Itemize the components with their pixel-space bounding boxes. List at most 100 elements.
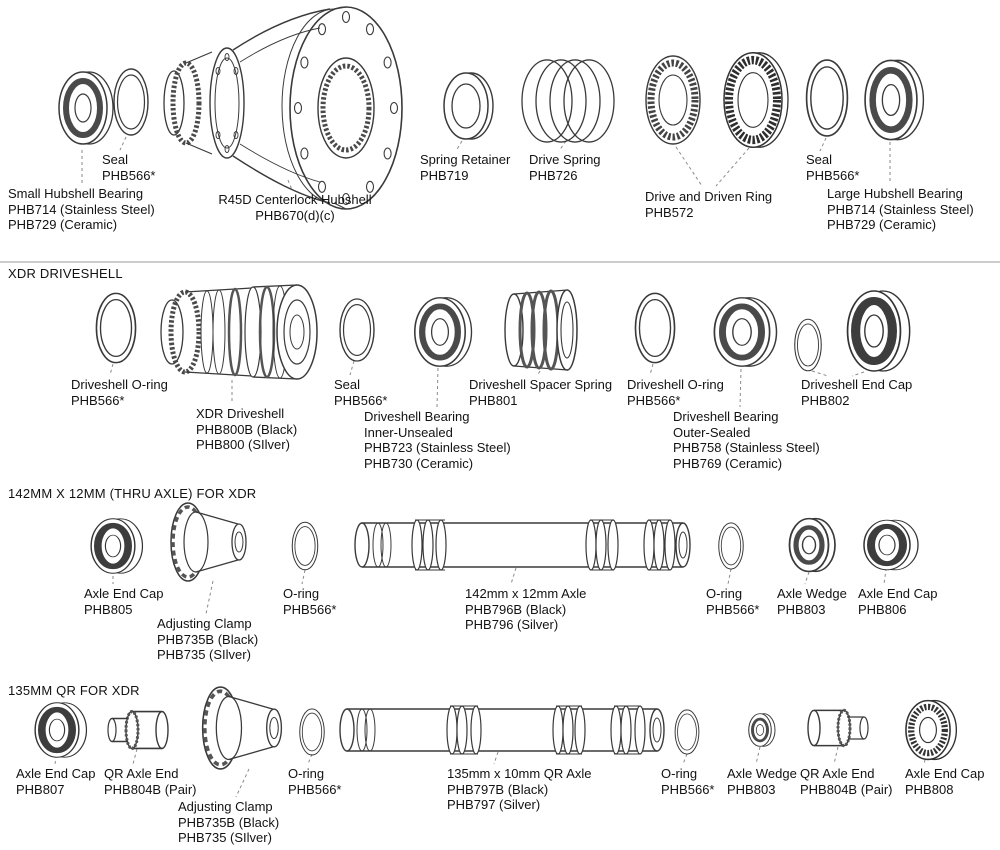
label-line: PHB735B (Black) <box>157 631 259 647</box>
label-line: PHB797B (Black) <box>447 781 549 797</box>
label-axle-end-cap-806: Axle End Cap PHB806 <box>858 586 938 617</box>
label-line: PHB566* <box>71 392 125 408</box>
driven-ring-drawing <box>724 53 788 148</box>
label-axle-wedge-thru: Axle Wedge PHB803 <box>777 586 847 617</box>
label-seal-driveshell: Seal PHB566* <box>334 377 387 408</box>
label-line: PHB796B (Black) <box>465 601 567 617</box>
label-line: O-ring <box>706 586 743 601</box>
axle-135-drawing <box>339 705 665 755</box>
axle-end-cap-805-drawing <box>91 519 142 573</box>
label-line: R45D Centerlock Hubshell <box>218 192 372 207</box>
label-line: Large Hubshell Bearing <box>827 186 963 201</box>
label-line: O-ring <box>283 586 320 601</box>
label-drive-spring: Drive Spring PHB726 <box>529 152 601 183</box>
label-line: 135mm x 10mm QR Axle <box>447 766 592 781</box>
label-line: PHB566* <box>283 601 337 617</box>
driveshell-oring-right-drawing <box>634 292 676 364</box>
label-line: Seal <box>806 152 833 167</box>
driveshell-bearing-inner-drawing <box>415 298 472 366</box>
qr-oring-left-drawing <box>299 708 325 756</box>
label-driveshell-oring-right: Driveshell O-ring PHB566* <box>627 377 724 408</box>
label-line: PHB735 (SIlver) <box>157 647 251 662</box>
end-cap-oring-drawing <box>794 318 822 372</box>
label-line: Driveshell Bearing <box>673 409 779 424</box>
label-line: PHB566* <box>334 392 388 408</box>
hubshell-drawing <box>163 6 403 210</box>
label-line: Axle End Cap <box>84 586 164 601</box>
seal-right-drawing <box>805 59 849 137</box>
label-line: 142mm x 12mm Axle <box>465 586 587 601</box>
label-axle-142: 142mm x 12mm Axle PHB796B (Black) PHB796… <box>465 586 586 633</box>
label-small-hubshell-bearing: Small Hubshell Bearing PHB714 (Stainless… <box>8 186 155 233</box>
label-qr-axle-end-left: QR Axle End PHB804B (Pair) <box>104 766 196 797</box>
label-line: Drive and Driven Ring <box>645 189 773 204</box>
label-seal-left: Seal PHB566* <box>102 152 155 183</box>
axle-wedge-qr-drawing <box>747 712 777 748</box>
label-axle-wedge-qr: Axle Wedge PHB803 <box>727 766 797 797</box>
qr-axle-end-right-drawing <box>806 708 870 748</box>
label-seal-right: Seal PHB566* <box>806 152 859 183</box>
label-axle-end-cap-807: Axle End Cap PHB807 <box>16 766 96 797</box>
section-header-qr: 135MM QR FOR XDR <box>8 683 140 698</box>
label-line: QR Axle End <box>104 766 179 781</box>
label-line: Small Hubshell Bearing <box>8 186 144 201</box>
xdr-driveshell-drawing <box>160 284 318 380</box>
label-xdr-driveshell: XDR Driveshell PHB800B (Black) PHB800 (S… <box>196 406 297 453</box>
label-axle-end-cap-805: Axle End Cap PHB805 <box>84 586 164 617</box>
label-line: PHB806 <box>858 601 907 617</box>
label-line: PHB735 (SIlver) <box>178 830 272 845</box>
label-line: PHB726 <box>529 167 578 183</box>
axle-wedge-thru-drawing <box>790 519 836 572</box>
section-header-xdr-driveshell: XDR DRIVESHELL <box>8 266 123 281</box>
label-line: PHB803 <box>727 781 776 797</box>
label-line: O-ring <box>661 766 698 781</box>
label-line: PHB800B (Black) <box>196 421 298 437</box>
label-oring-qr-left: O-ring PHB566* <box>288 766 341 797</box>
label-line: PHB729 (Ceramic) <box>8 217 118 232</box>
label-line: Drive Spring <box>529 152 601 167</box>
label-line: PHB797 (Silver) <box>447 797 541 812</box>
label-axle-end-cap-808: Axle End Cap PHB808 <box>905 766 985 797</box>
label-line: PHB566* <box>627 392 681 408</box>
label-driveshell-bearing-inner: Driveshell Bearing Inner-Unsealed PHB723… <box>364 409 511 471</box>
axle-end-cap-807-drawing <box>35 703 86 757</box>
label-line: Driveshell O-ring <box>71 377 168 392</box>
label-oring-thru-right: O-ring PHB566* <box>706 586 759 617</box>
label-line: Driveshell O-ring <box>627 377 724 392</box>
label-line: PHB808 <box>905 781 954 797</box>
driveshell-spacer-spring-drawing <box>504 289 578 371</box>
axle-end-cap-806-drawing <box>864 520 918 570</box>
label-line: Axle Wedge <box>777 586 847 601</box>
label-line: PHB723 (Stainless Steel) <box>364 440 511 455</box>
label-line: PHB719 <box>420 167 469 183</box>
label-oring-thru-left: O-ring PHB566* <box>283 586 336 617</box>
label-line: Seal <box>334 377 361 392</box>
label-oring-qr-right: O-ring PHB566* <box>661 766 714 797</box>
label-line: PHB801 <box>469 392 518 408</box>
label-large-hubshell-bearing: Large Hubshell Bearing PHB714 (Stainless… <box>827 186 974 233</box>
label-line: Outer-Sealed <box>673 424 751 440</box>
label-axle-135: 135mm x 10mm QR Axle PHB797B (Black) PHB… <box>447 766 592 813</box>
label-line: Axle Wedge <box>727 766 797 781</box>
label-line: PHB566* <box>288 781 342 797</box>
label-line: Axle End Cap <box>905 766 985 781</box>
label-line: Driveshell Spacer Spring <box>469 377 613 392</box>
axle-end-cap-808-drawing <box>906 701 956 760</box>
label-driveshell-end-cap: Driveshell End Cap PHB802 <box>801 377 912 408</box>
label-line: Inner-Unsealed <box>364 424 453 440</box>
large-hubshell-bearing-drawing <box>865 60 923 139</box>
label-qr-axle-end-right: QR Axle End PHB804B (Pair) <box>800 766 892 797</box>
label-line: XDR Driveshell <box>196 406 285 421</box>
label-line: PHB735B (Black) <box>178 814 280 830</box>
adjusting-clamp-thru-drawing <box>169 501 248 583</box>
label-line: Driveshell Bearing <box>364 409 470 424</box>
label-line: PHB729 (Ceramic) <box>827 217 937 232</box>
label-line: Axle End Cap <box>858 586 938 601</box>
label-line: PHB730 (Ceramic) <box>364 455 474 471</box>
label-driveshell-bearing-outer: Driveshell Bearing Outer-Sealed PHB758 (… <box>673 409 820 471</box>
label-line: PHB566* <box>102 167 156 183</box>
small-hubshell-bearing-drawing <box>59 72 113 144</box>
driveshell-oring-left-drawing <box>95 292 137 364</box>
thru-oring-left-drawing <box>291 521 319 571</box>
